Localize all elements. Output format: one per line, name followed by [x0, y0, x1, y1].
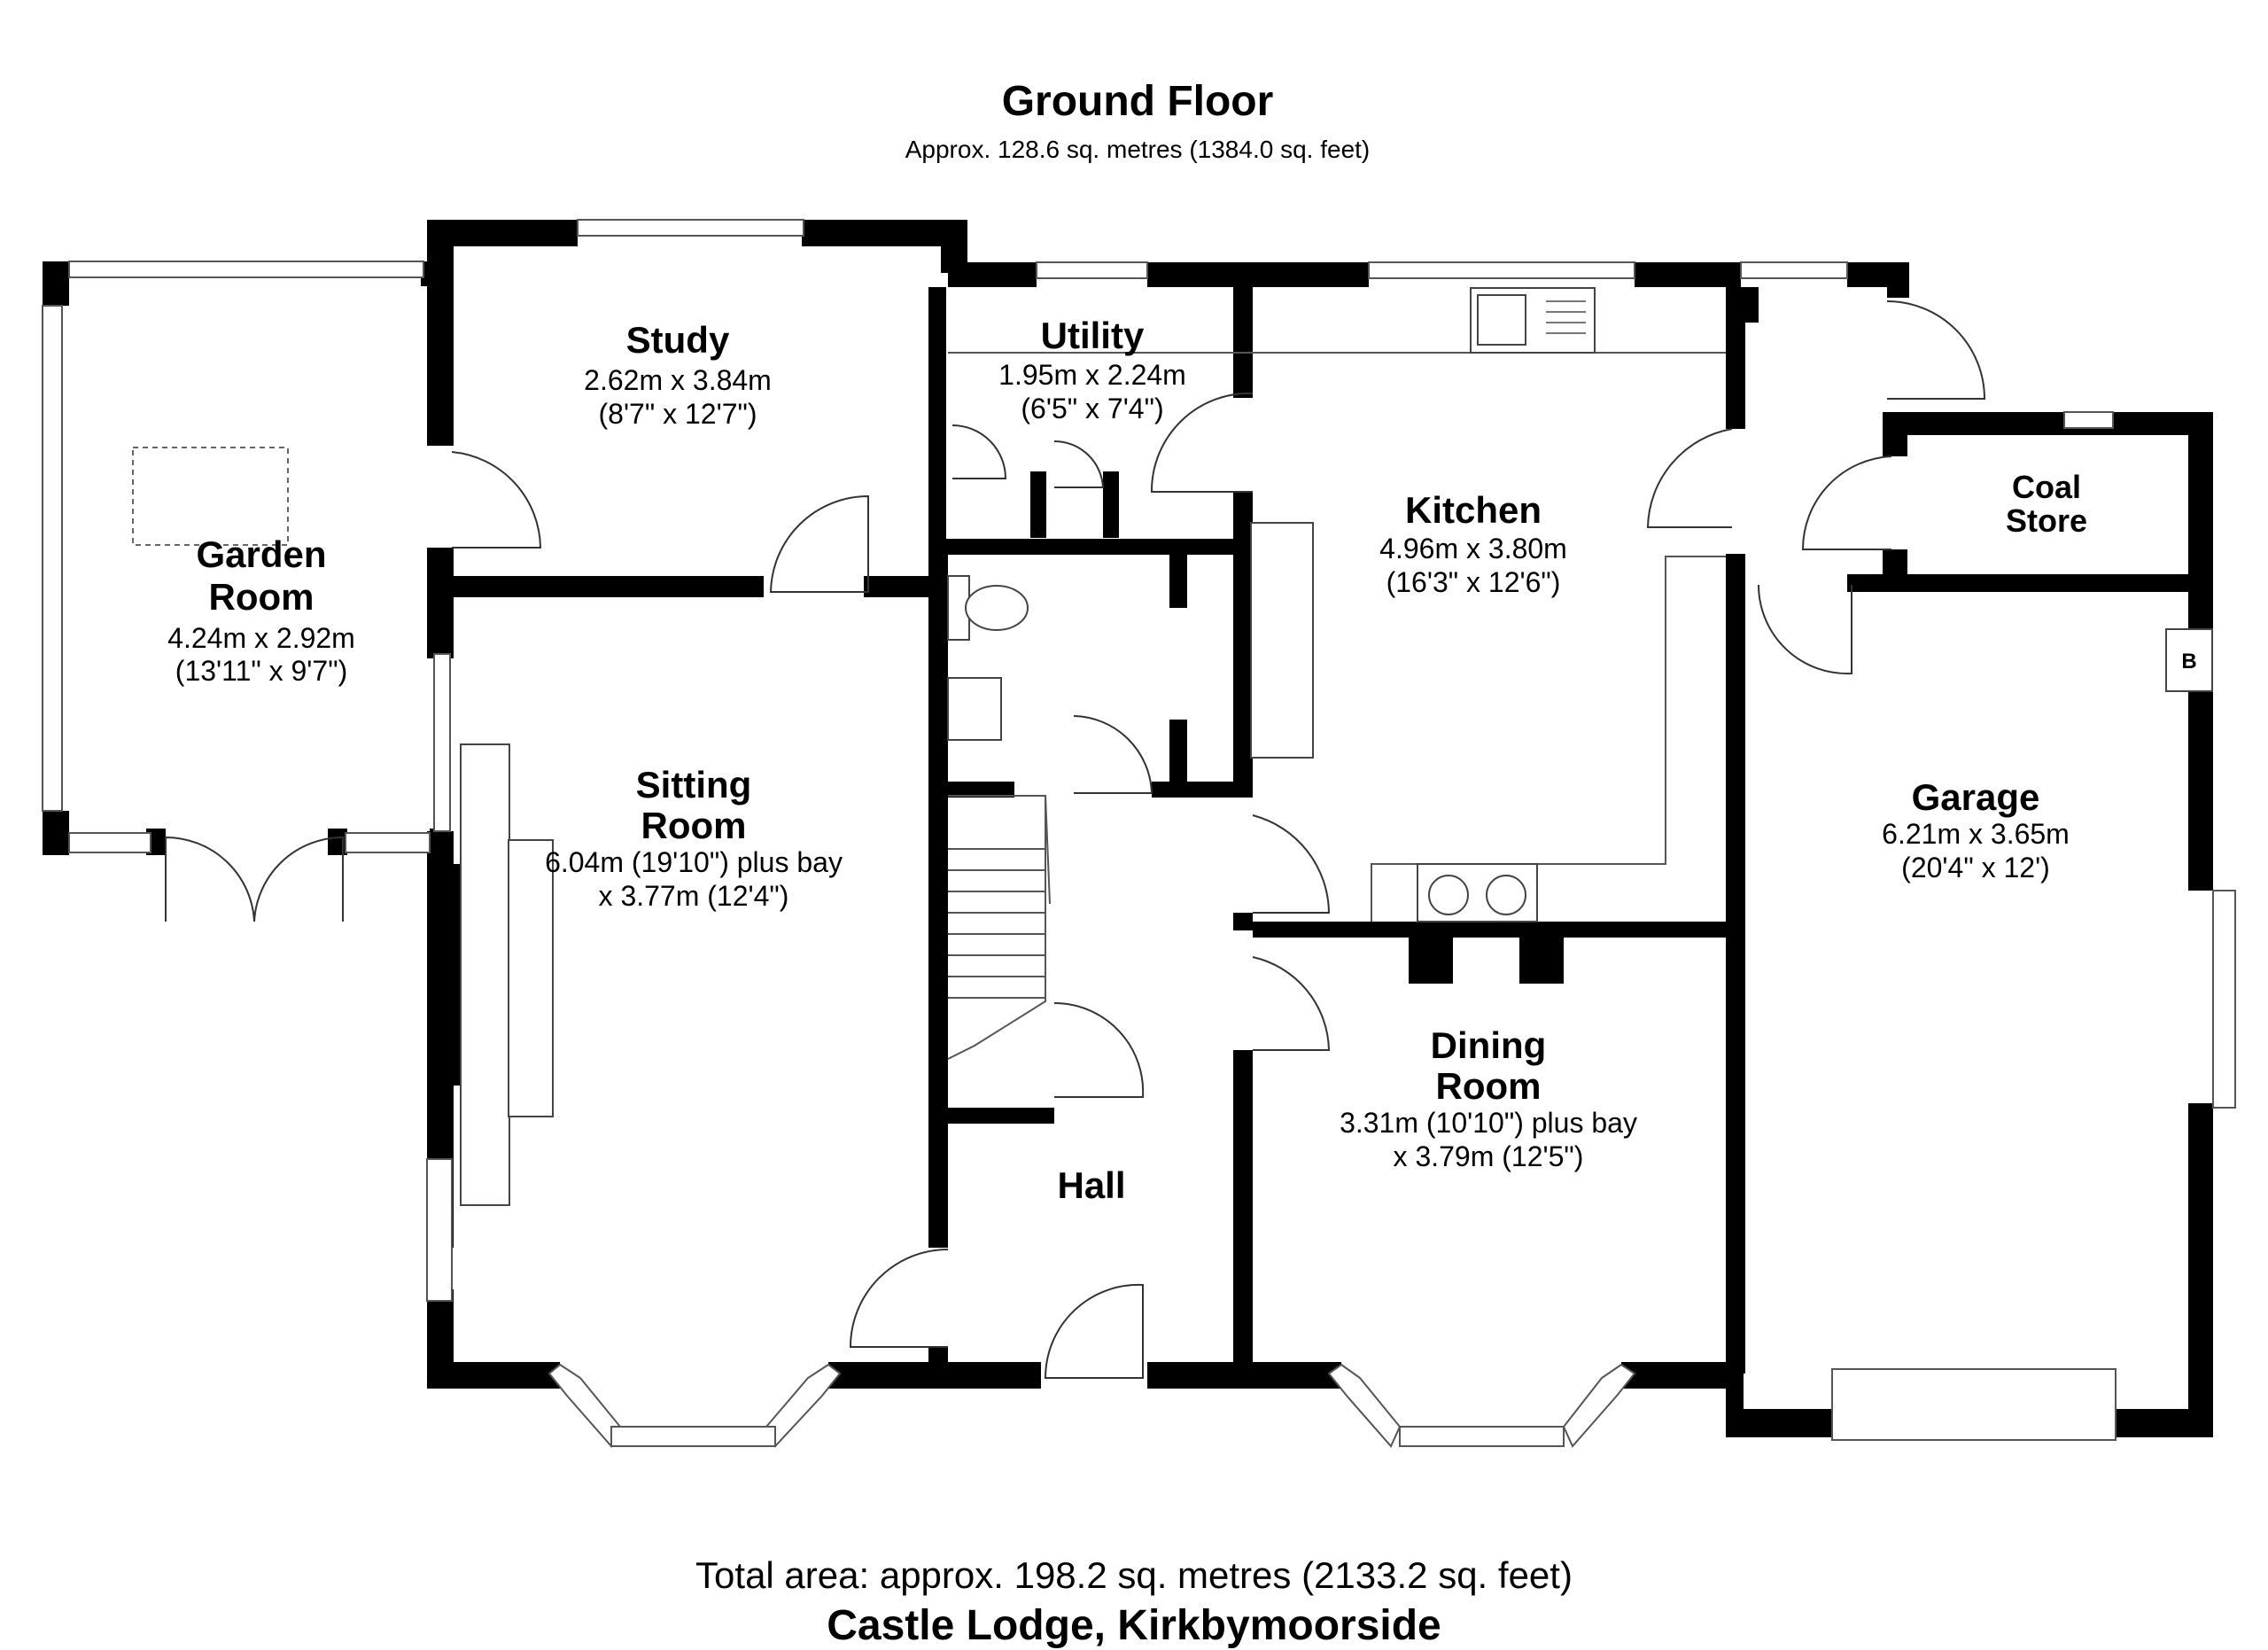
windows — [42, 219, 2236, 1448]
garage-dim-1: 6.21m x 3.65m — [1882, 818, 2070, 850]
floor-title: Ground Floor — [1002, 78, 1274, 125]
coal-store-name-1: Coal — [2012, 469, 2081, 505]
coal-store-name-2: Store — [2006, 502, 2087, 539]
wc-bowl — [965, 585, 1029, 631]
utility-dim-2: (6'5" x 7'4") — [1021, 393, 1163, 424]
kitchen-dim-1: 4.96m x 3.80m — [1379, 533, 1567, 564]
chimney-breast — [460, 743, 510, 1206]
study-dim-1: 2.62m x 3.84m — [584, 364, 772, 396]
utility-name: Utility — [1041, 315, 1145, 356]
study-name: Study — [626, 319, 730, 361]
sitting-room-dim-2: x 3.77m (12'4") — [599, 880, 789, 912]
study-dim-2: (8'7" x 12'7") — [598, 398, 757, 430]
garden-room-name-1: Garden — [196, 533, 326, 575]
garden-room-dim-2: (13'11" x 9'7") — [175, 655, 347, 687]
dining-room-dim-2: x 3.79m (12'5") — [1394, 1140, 1584, 1172]
floor-area: Approx. 128.6 sq. metres (1384.0 sq. fee… — [905, 136, 1371, 163]
sitting-room-dim-1: 6.04m (19'10") plus bay — [545, 846, 843, 878]
utility-dim-1: 1.95m x 2.24m — [998, 359, 1186, 391]
roof-light — [132, 447, 289, 546]
garage-name: Garage — [1912, 776, 2040, 818]
fixtures — [132, 287, 2213, 1206]
total-area: Total area: approx. 198.2 sq. metres (21… — [695, 1554, 1573, 1596]
garage-dim-2: (20'4" x 12') — [1901, 852, 2050, 883]
labels: Ground Floor Approx. 128.6 sq. metres (1… — [167, 78, 2197, 1649]
hall-name: Hall — [1057, 1164, 1125, 1206]
garden-room-dim-1: 4.24m x 2.92m — [167, 622, 355, 654]
kitchen-dim-2: (16'3" x 12'6") — [1386, 566, 1561, 598]
wash-basin — [947, 677, 1002, 741]
boiler — [2165, 628, 2213, 692]
hearth — [508, 839, 554, 1117]
dining-room-name-1: Dining — [1431, 1024, 1547, 1066]
boiler-label: B — [2181, 650, 2196, 673]
kitchen-unit — [1250, 522, 1314, 759]
kitchen-name: Kitchen — [1405, 489, 1542, 531]
dining-room-dim-1: 3.31m (10'10") plus bay — [1340, 1107, 1637, 1139]
dining-room-name-2: Room — [1436, 1065, 1542, 1107]
doors — [165, 300, 1986, 1379]
garden-room-name-2: Room — [209, 576, 315, 618]
property-address: Castle Lodge, Kirkbymoorside — [827, 1602, 1441, 1649]
sitting-room-name-1: Sitting — [636, 764, 752, 806]
sitting-room-name-2: Room — [641, 805, 747, 846]
